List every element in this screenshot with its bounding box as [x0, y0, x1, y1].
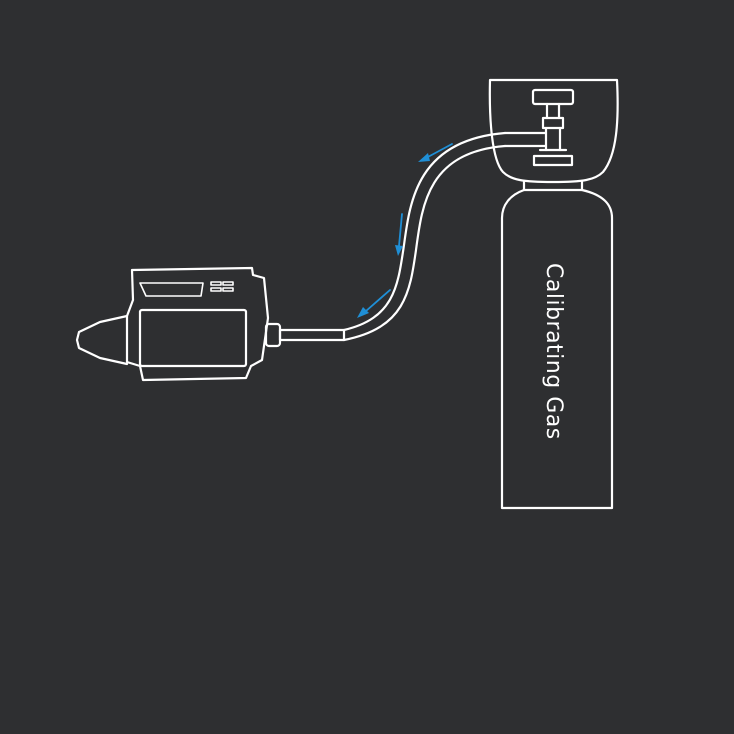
flow-arrow-top: [418, 143, 453, 162]
cylinder-neck: [522, 180, 584, 192]
valve-base: [532, 154, 574, 167]
valve-handwheel: [531, 88, 575, 106]
hose-inner: [342, 144, 507, 342]
valve-stem: [545, 102, 561, 120]
cylinder-valve-guard: [488, 78, 619, 184]
gas-hose: [342, 131, 507, 342]
detector-nozzle: [75, 314, 129, 366]
flow-arrows: [357, 143, 453, 318]
valve-lower-body: [544, 126, 562, 152]
detector-display: [139, 282, 204, 297]
cylinder-label: Calibrating Gas: [541, 263, 566, 440]
cylinder-body: [500, 188, 614, 510]
valve-outlet: [503, 131, 548, 148]
gas-cylinder: Calibrating Gas: [488, 78, 619, 510]
button-key: [222, 281, 234, 286]
hose-outer: [342, 131, 507, 332]
button-key: [210, 281, 222, 286]
button-key: [222, 287, 234, 292]
valve-body: [541, 116, 565, 130]
button-key: [210, 287, 222, 292]
detector-inlet-fitting: [278, 328, 346, 342]
detector-inlet-port: [264, 322, 282, 348]
flow-arrow-middle: [395, 213, 403, 256]
flow-arrow-bottom: [357, 289, 391, 318]
detector-front-panel: [138, 308, 248, 368]
detector-housing: [125, 266, 270, 382]
detector-buttons: [210, 281, 234, 292]
gas-detector: [75, 266, 346, 382]
